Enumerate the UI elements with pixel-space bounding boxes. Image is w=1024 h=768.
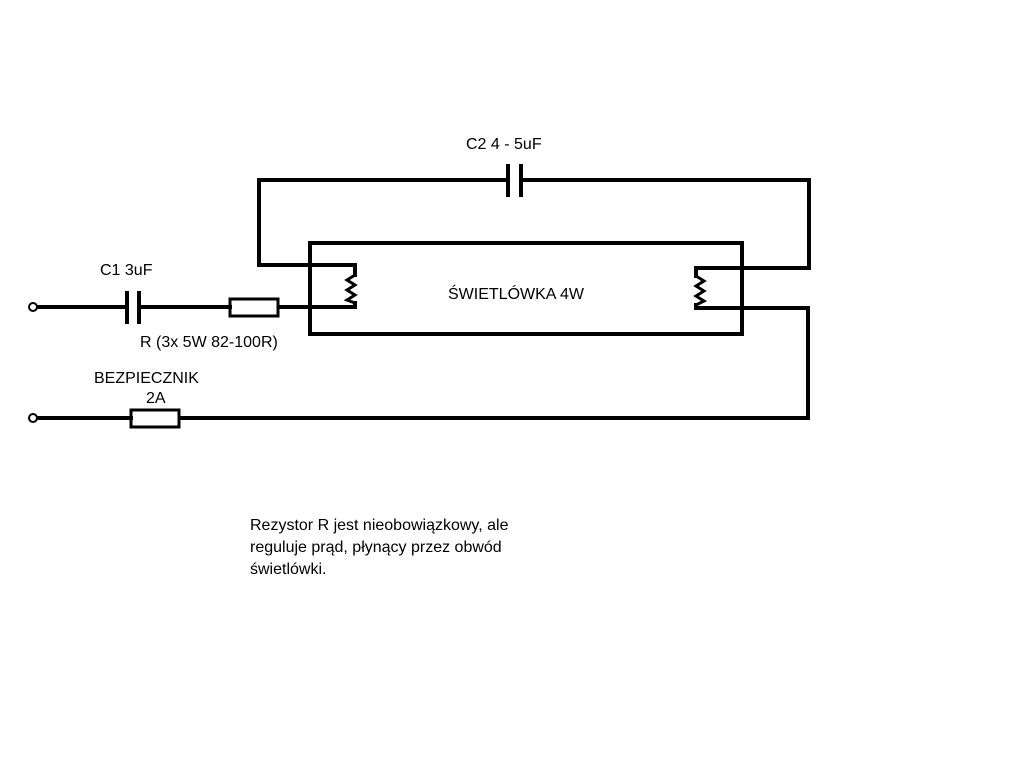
capacitor-c1 — [125, 291, 141, 324]
label-c2: C2 4 - 5uF — [466, 136, 542, 153]
label-resistor: R (3x 5W 82-100R) — [140, 334, 278, 351]
input-terminal-bottom — [28, 413, 38, 423]
input-terminal-top — [28, 302, 38, 312]
filament-right — [693, 266, 708, 310]
capacitor-c2 — [506, 164, 523, 197]
label-fuse-rating: 2A — [146, 390, 166, 407]
label-c1: C1 3uF — [100, 262, 153, 279]
resistor-r — [228, 297, 280, 318]
label-lamp: ŚWIETLÓWKA 4W — [448, 284, 585, 303]
label-fuse-name: BEZPIECZNIK — [94, 370, 199, 387]
note-line-2: reguluje prąd, płynący przez obwód — [250, 539, 502, 556]
filament-left — [343, 263, 358, 309]
note-text: Rezystor R jest nieobowiązkowy, ale regu… — [250, 515, 590, 581]
fluorescent-tube — [308, 241, 744, 336]
fuse — [129, 408, 181, 429]
note-line-3: świetlówki. — [250, 561, 327, 578]
note-line-1: Rezystor R jest nieobowiązkowy, ale — [250, 517, 509, 534]
